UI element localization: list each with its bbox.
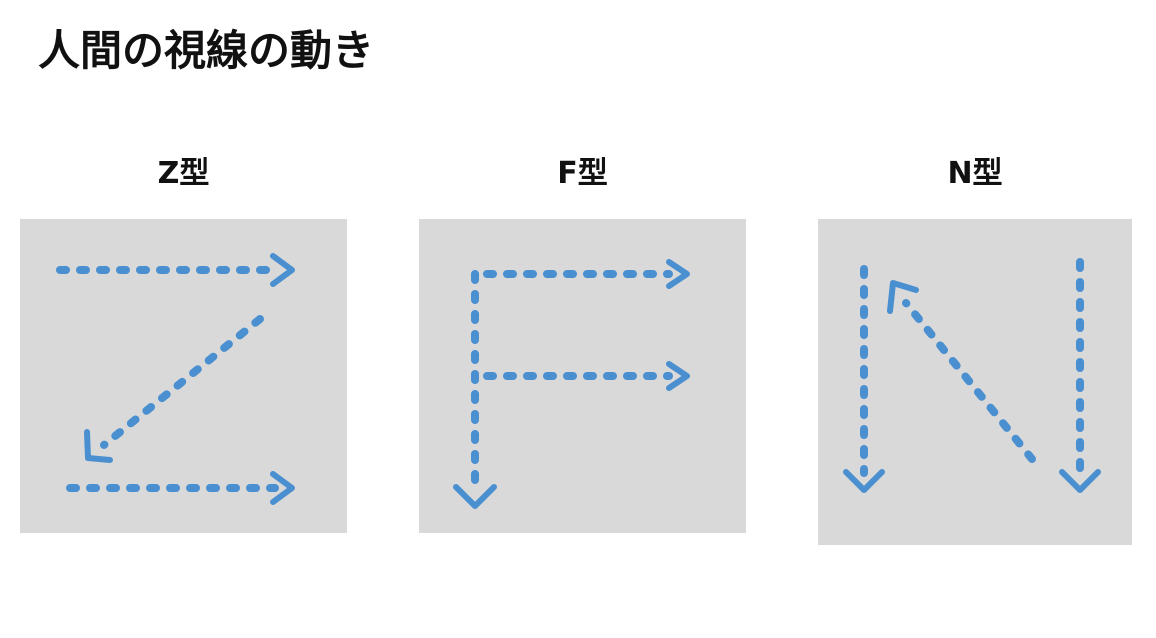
z-pattern-panel [20, 219, 347, 533]
n-pattern-eye-path-icon [843, 258, 1101, 493]
f-vertical-arrowhead [453, 484, 497, 509]
f-pattern-panel [419, 219, 746, 533]
page-title: 人間の視線の動き [38, 26, 375, 75]
z-top-arrowhead [270, 253, 295, 287]
z-diagonal-path [100, 315, 264, 449]
z-diagonal-arrowhead [84, 429, 113, 463]
z-bottom-arrowhead [270, 471, 295, 505]
n-diagonal-path [902, 299, 1036, 463]
f-pattern-eye-path-icon [453, 259, 690, 509]
z-pattern-eye-path-icon [56, 253, 295, 505]
f-middle-arrowhead [666, 361, 690, 391]
n-right-arrowhead [1059, 469, 1101, 493]
f-pattern-label: F型 [557, 156, 608, 191]
n-diagonal-arrowhead [887, 280, 919, 314]
f-top-arrowhead [666, 259, 690, 289]
n-pattern-panel [818, 219, 1132, 545]
n-left-arrowhead [843, 469, 885, 493]
n-pattern-label: N型 [947, 156, 1003, 191]
z-pattern-label: Z型 [157, 156, 210, 191]
